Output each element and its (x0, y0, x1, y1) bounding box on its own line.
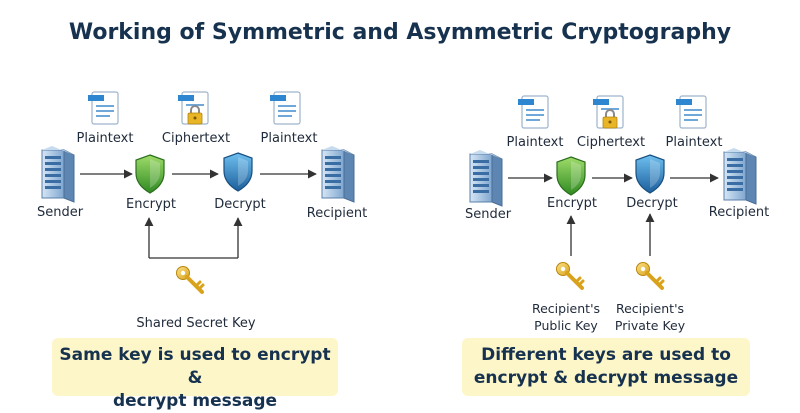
sender-label: Sender (36, 205, 84, 220)
symmetric-note-line2: decrypt message (112, 391, 278, 411)
private-key-label: Recipient's Private Key (615, 300, 685, 334)
recipient-server-icon (321, 145, 355, 203)
decrypt-label: Decrypt (626, 196, 678, 211)
encrypt-label: Encrypt (126, 197, 176, 212)
shared-secret-key-icon (174, 264, 205, 294)
page-title: Working of Symmetric and Asymmetric Cryp… (68, 20, 732, 45)
asymmetric-note-line2: encrypt & decrypt message (473, 368, 739, 388)
sender-label: Sender (464, 207, 512, 222)
plaintext-document-icon (269, 91, 301, 125)
symmetric-note-line1: Same key is used to encrypt & (59, 345, 331, 388)
encrypt-green-shield-icon (135, 154, 165, 194)
private-key-label-line1: Recipient's (615, 301, 685, 316)
encrypt-green-shield-icon (556, 156, 586, 196)
private-key-icon (634, 260, 665, 290)
recipient-label: Recipient (708, 205, 770, 220)
sender-server-icon (41, 145, 75, 203)
ciphertext-label: Ciphertext (576, 135, 646, 150)
asymmetric-note-line1: Different keys are used to (481, 345, 731, 365)
ciphertext-label: Ciphertext (161, 131, 231, 146)
shared-secret-key-label: Shared Secret Key (136, 316, 256, 331)
ciphertext-locked-document-icon (592, 95, 624, 129)
ciphertext-locked-document-icon (177, 91, 209, 125)
symmetric-note: Same key is used to encrypt & decrypt me… (52, 338, 338, 411)
plaintext-input-label: Plaintext (506, 135, 564, 150)
recipient-server-icon (723, 147, 757, 205)
plaintext-document-icon (517, 95, 549, 129)
sender-server-icon (469, 149, 503, 207)
encrypt-label: Encrypt (547, 196, 597, 211)
public-key-label-line2: Public Key (534, 318, 598, 333)
asymmetric-note: Different keys are used to encrypt & dec… (462, 338, 750, 396)
plaintext-output-label: Plaintext (260, 131, 318, 146)
decrypt-blue-shield-icon (223, 152, 253, 192)
decrypt-label: Decrypt (214, 197, 266, 212)
plaintext-document-icon (675, 95, 707, 129)
plaintext-document-icon (87, 91, 119, 125)
public-key-icon (554, 260, 585, 290)
plaintext-output-label: Plaintext (665, 135, 723, 150)
recipient-label: Recipient (306, 206, 368, 221)
cryptography-diagram (41, 91, 757, 294)
private-key-label-line2: Private Key (614, 318, 686, 333)
plaintext-input-label: Plaintext (76, 131, 134, 146)
public-key-label: Recipient's Public Key (532, 300, 600, 334)
public-key-label-line1: Recipient's (531, 301, 601, 316)
decrypt-blue-shield-icon (635, 154, 665, 194)
